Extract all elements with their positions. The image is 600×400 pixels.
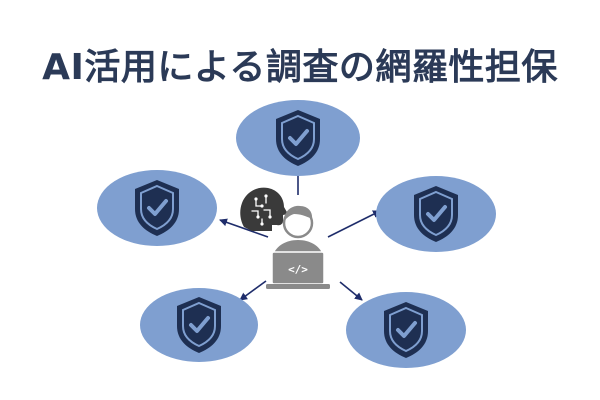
shield-node-top [236, 100, 360, 176]
shield-node-lower-left [140, 288, 258, 362]
ai-brain-head-icon [240, 188, 288, 231]
shield-node-upper-left [97, 170, 217, 246]
shield-node-upper-right [376, 176, 496, 252]
arrow-upper-right [328, 211, 380, 237]
arrow-lower-left [240, 281, 266, 300]
arrow-lower-right [340, 282, 362, 300]
shield-node-lower-right [346, 292, 466, 368]
code-glyph: </> [288, 263, 308, 276]
